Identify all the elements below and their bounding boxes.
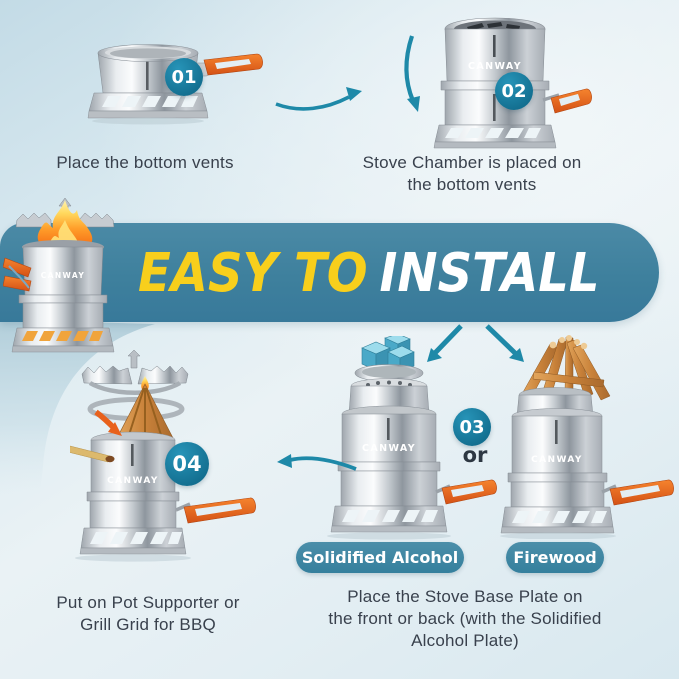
pot-supporter-stove-illustration: CANWAY — [70, 350, 256, 562]
step-2-caption: Stove Chamber is placed on the bottom ve… — [362, 153, 582, 194]
brand-logo: CANWAY — [468, 61, 522, 72]
folded-handles — [3, 257, 32, 292]
brand-logo: CANWAY — [531, 455, 583, 465]
supporter-stove-body: CANWAY — [75, 431, 191, 562]
stove-bottom-vents-illustration — [87, 44, 263, 125]
step-1-badge: 01 — [165, 58, 203, 96]
step-1-number: 01 — [171, 66, 197, 88]
step-4-number: 04 — [172, 452, 202, 476]
banner-swoosh-shade — [0, 320, 155, 494]
firewood-stove-illustration: CANWAY — [500, 335, 674, 539]
or-label: or — [462, 443, 488, 467]
stove-chamber-illustration: CANWAY — [433, 17, 592, 149]
firewood-stove-body: CANWAY — [500, 387, 616, 539]
arrow-place-chamber-down — [404, 35, 420, 112]
step-4-caption: Put on Pot Supporter or Grill Grid for B… — [56, 593, 240, 634]
arrow-branch-to-alcohol — [427, 324, 463, 362]
option-solidified-alcohol-pill: Solidified Alcohol — [296, 542, 464, 573]
arrow-branch-to-firewood — [485, 324, 524, 362]
arrow-step3-to-step4 — [277, 454, 357, 471]
brand-logo: CANWAY — [107, 476, 159, 486]
firewood-sticks — [521, 335, 611, 401]
alcohol-stove-handle — [435, 479, 497, 505]
brand-logo: CANWAY — [362, 443, 416, 454]
brand-logo: CANWAY — [41, 271, 85, 280]
step-3-badge: 03 — [453, 408, 491, 446]
step-1-caption: Place the bottom vents — [56, 153, 234, 172]
ignite-arrow-icon — [94, 409, 122, 436]
burning-stove-illustration: CANWAY — [3, 197, 115, 353]
step-3-number: 03 — [459, 416, 485, 438]
burning-stove-body: CANWAY — [11, 240, 115, 353]
pot-vent-skirt — [87, 92, 209, 125]
step-2-badge: 02 — [495, 72, 533, 110]
step-2-number: 02 — [501, 80, 527, 102]
banner-title-install: INSTALL — [379, 241, 600, 304]
chamber-handle — [542, 88, 592, 114]
match-stick — [70, 445, 115, 463]
alcohol-stove-body: CANWAY — [327, 378, 451, 540]
supporter-stove-handle — [175, 497, 256, 524]
banner-title-easy-to: EASY TO — [138, 241, 368, 304]
firewood-stove-handle — [601, 479, 674, 506]
arrow-step1-to-step2 — [275, 87, 362, 111]
step-3-caption: Place the Stove Base Plate on the front … — [328, 587, 602, 650]
alcohol-stove-illustration: CANWAY — [327, 336, 497, 540]
option-firewood-pill: Firewood — [506, 542, 604, 573]
step-4-badge: 04 — [165, 442, 209, 486]
